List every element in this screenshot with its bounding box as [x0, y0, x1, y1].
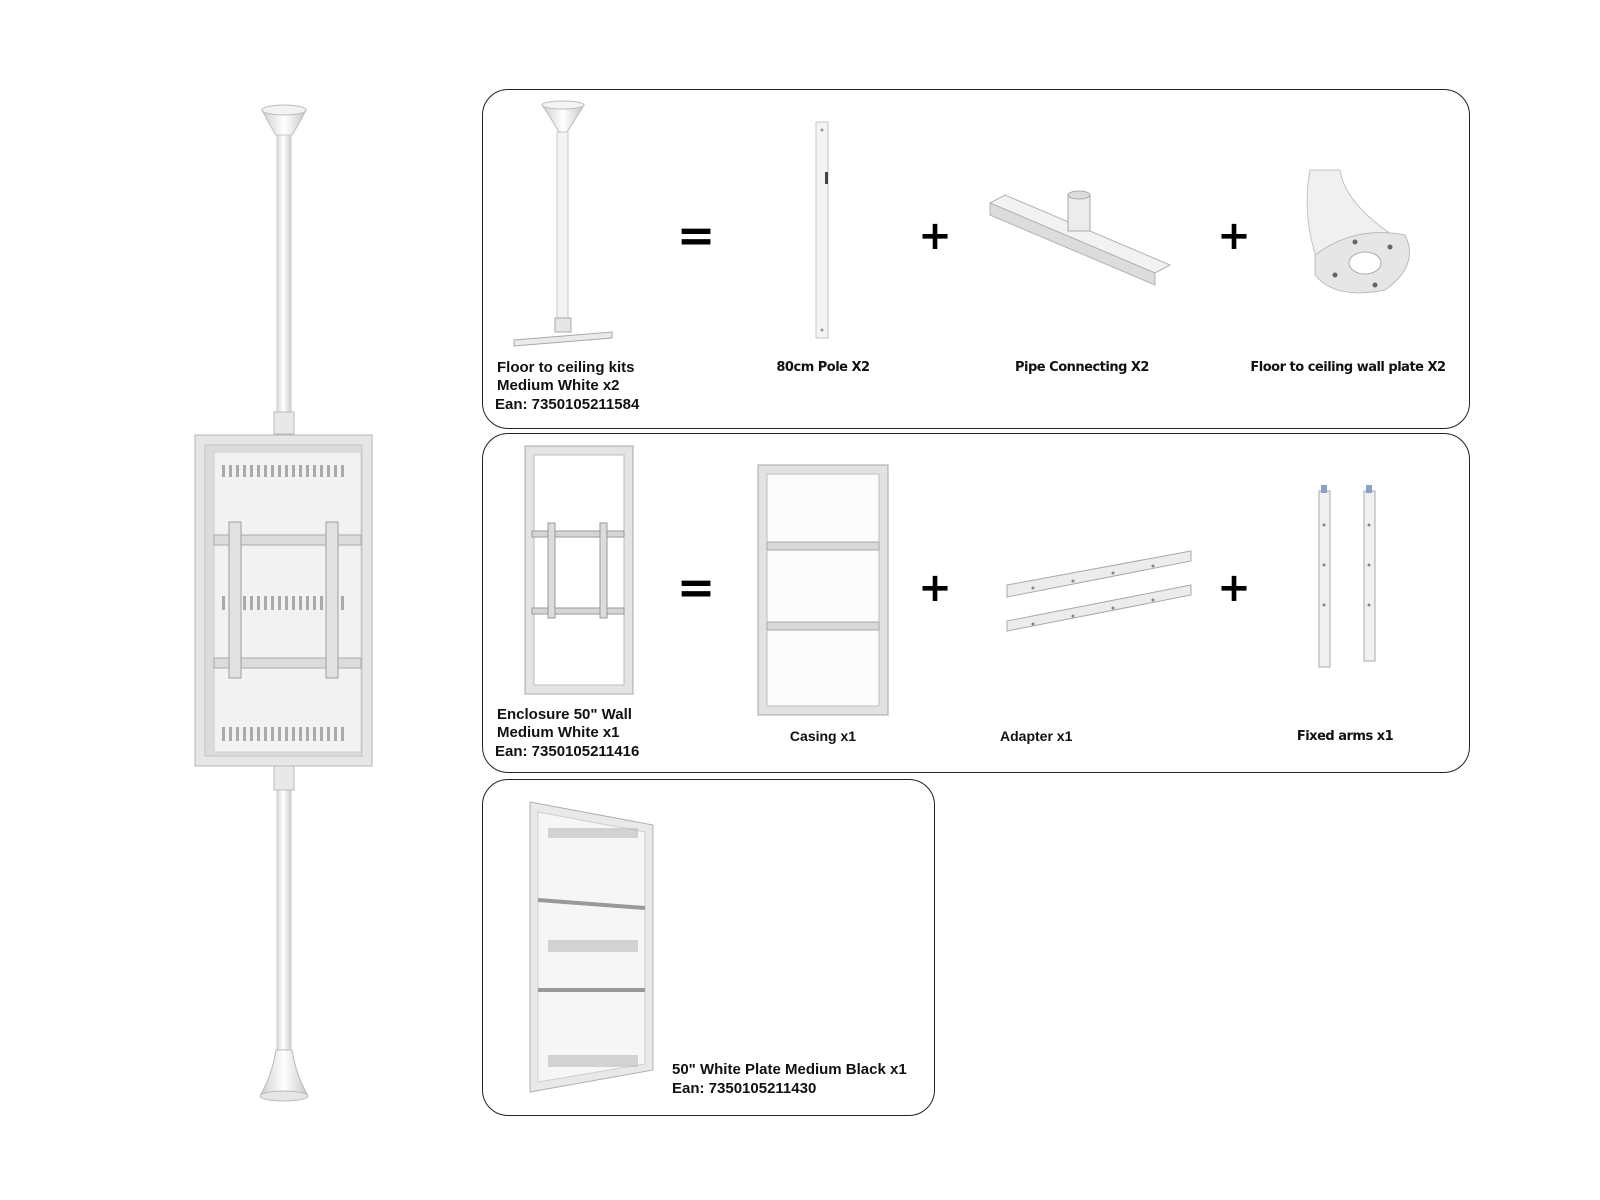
part-label-wall-plate: Floor to ceiling wall plate X2 — [1250, 360, 1446, 375]
part-label-pipe: Pipe Connecting X2 — [1015, 360, 1149, 375]
plate-title: 50" White Plate Medium Black x1 — [672, 1061, 907, 1078]
part-label-pole: 80cm Pole X2 — [776, 360, 870, 375]
white-plate-image — [529, 801, 654, 1093]
kit-ean: Ean: 7350105211416 — [495, 743, 640, 760]
part-label-adapter: Adapter x1 — [1000, 728, 1073, 744]
kit-ean: Ean: 7350105211584 — [495, 396, 640, 413]
plus-sign: + — [918, 213, 952, 259]
kit-title-line2: Medium White x2 — [497, 377, 620, 394]
floor-ceiling-kit-image — [513, 100, 613, 347]
pipe-connecting-image — [988, 190, 1172, 286]
adapter-image — [1006, 550, 1192, 632]
part-label-casing: Casing x1 — [789, 728, 857, 744]
plate-ean: Ean: 7350105211430 — [672, 1080, 817, 1097]
kit-title-line1: Floor to ceiling kits — [497, 359, 635, 376]
plus-sign: + — [1217, 565, 1251, 611]
equals-sign: = — [676, 560, 716, 614]
plus-sign: + — [918, 565, 952, 611]
kit-panel-floor-to-ceiling — [482, 89, 1470, 429]
kit-title-line1: Enclosure 50" Wall — [497, 706, 632, 723]
fixed-arms-image — [1318, 485, 1376, 668]
plus-sign: + — [1217, 213, 1251, 259]
kit-panel-enclosure — [482, 433, 1470, 773]
kit-title-line2: Medium White x1 — [497, 724, 620, 741]
enclosure-wall-image — [524, 445, 634, 695]
equals-sign: = — [676, 208, 716, 262]
assembled-display-illustration — [194, 104, 373, 1102]
part-label-fixed-arms: Fixed arms x1 — [1296, 729, 1394, 744]
wall-plate-image — [1306, 169, 1410, 294]
casing-image — [757, 464, 889, 716]
pole-80cm-image — [815, 121, 829, 339]
